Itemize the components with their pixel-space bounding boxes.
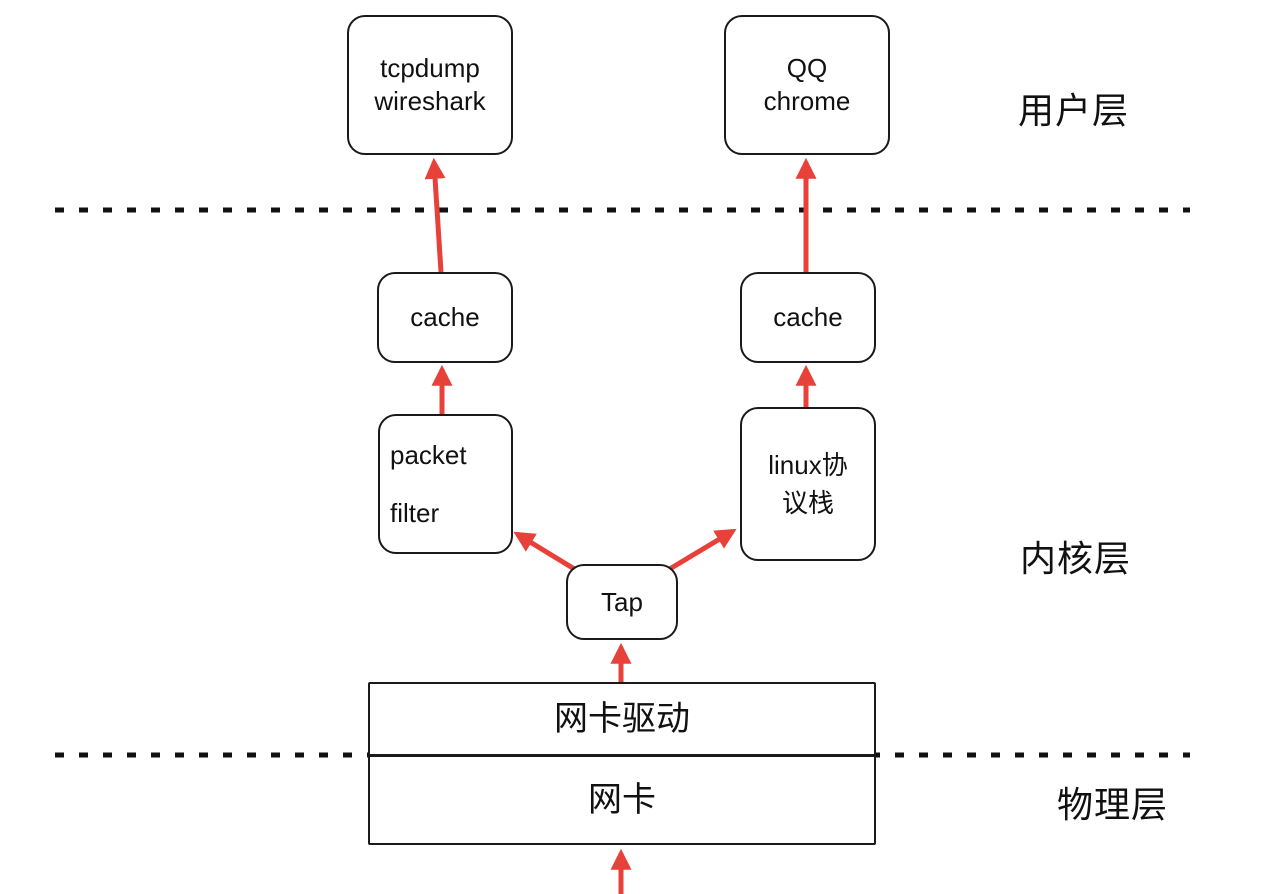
cache-right-box: cache [740, 272, 876, 363]
linux-stack-line2: 议栈 [781, 488, 834, 518]
packet-filter-line1: packet [390, 440, 467, 470]
normal-apps-box: QQ chrome [724, 15, 890, 155]
packet-filter-line2: filter [390, 498, 440, 528]
physical-layer-label: 物理层 [1057, 785, 1169, 826]
normal-app-qq: QQ [786, 53, 828, 83]
cache-left-label: cache [410, 302, 480, 332]
arrow-tap-to-stack [666, 528, 737, 573]
tap-label: Tap [601, 586, 643, 617]
normal-app-chrome: chrome [763, 86, 851, 116]
tap-box: Tap [566, 564, 678, 640]
cache-left-box: cache [377, 272, 513, 363]
capture-app-tcpdump: tcpdump [380, 53, 480, 83]
cache-right-label: cache [773, 302, 843, 332]
arrow-cache-to-capture-apps [424, 157, 446, 273]
linux-stack-line1: linux协 [768, 450, 848, 480]
nic-label: 网卡 [588, 780, 656, 819]
linux-stack-box: linux协 议栈 [740, 407, 876, 561]
nic-box: 网卡 [368, 755, 876, 845]
kernel-layer-label: 内核层 [1020, 539, 1132, 580]
packet-filter-box: packet filter [378, 414, 513, 554]
nic-driver-box: 网卡驱动 [368, 682, 876, 756]
nic-driver-label: 网卡驱动 [554, 699, 690, 738]
capture-apps-box: tcpdump wireshark [347, 15, 513, 155]
user-layer-label: 用户层 [1018, 91, 1130, 132]
arrow-tap-to-filter [513, 531, 578, 573]
capture-app-wireshark: wireshark [374, 86, 486, 116]
